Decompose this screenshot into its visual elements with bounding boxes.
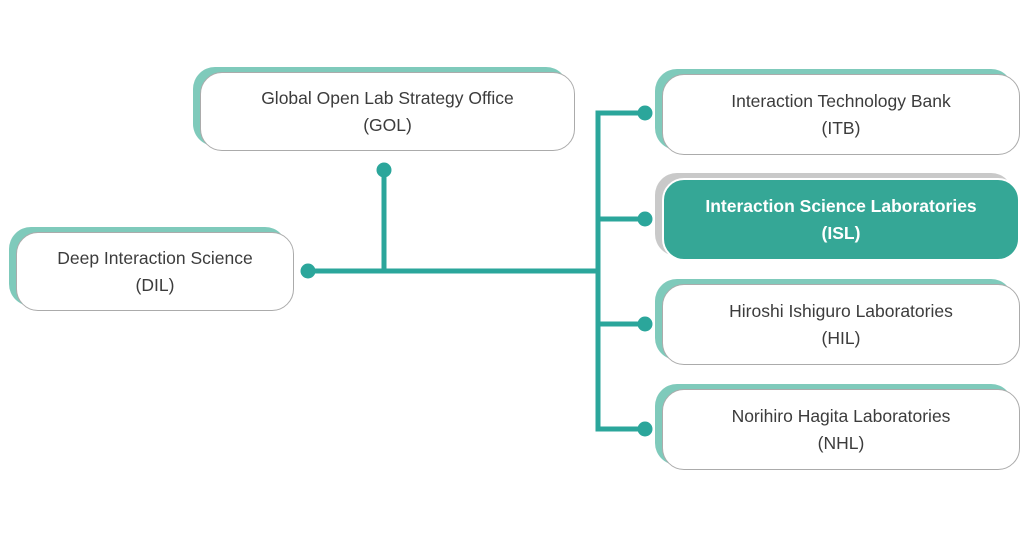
org-node-isl-highlighted[interactable]: Interaction Science Laboratories (ISL): [662, 178, 1020, 261]
org-node-hil[interactable]: Hiroshi Ishiguro Laboratories (HIL): [662, 284, 1020, 365]
org-node-itb-code: (ITB): [821, 117, 861, 138]
org-node-itb-name: Interaction Technology Bank: [731, 91, 951, 112]
org-node-dil[interactable]: Deep Interaction Science (DIL): [16, 232, 294, 311]
org-node-gol-code: (GOL): [363, 114, 412, 135]
org-node-dil-code: (DIL): [135, 274, 175, 295]
org-node-nhl[interactable]: Norihiro Hagita Laboratories (NHL): [662, 389, 1020, 470]
org-node-gol[interactable]: Global Open Lab Strategy Office (GOL): [200, 72, 575, 151]
org-node-nhl-code: (NHL): [817, 432, 865, 453]
connector-itb-dot: [637, 105, 653, 121]
connector-hil-dot: [637, 316, 653, 332]
org-node-dil-name: Deep Interaction Science: [57, 248, 253, 269]
connector-nhl-dot: [637, 421, 653, 437]
org-node-hil-code: (HIL): [821, 327, 861, 348]
org-node-gol-name: Global Open Lab Strategy Office: [261, 88, 514, 109]
connector-gol-dot: [376, 162, 392, 178]
connector-dil-dot: [300, 263, 316, 279]
org-node-isl-name: Interaction Science Laboratories: [705, 196, 977, 217]
connector-isl-dot: [637, 211, 653, 227]
org-node-nhl-name: Norihiro Hagita Laboratories: [731, 406, 951, 427]
org-node-isl-code: (ISL): [821, 222, 861, 243]
org-node-hil-name: Hiroshi Ishiguro Laboratories: [729, 301, 953, 322]
org-node-itb[interactable]: Interaction Technology Bank (ITB): [662, 74, 1020, 155]
